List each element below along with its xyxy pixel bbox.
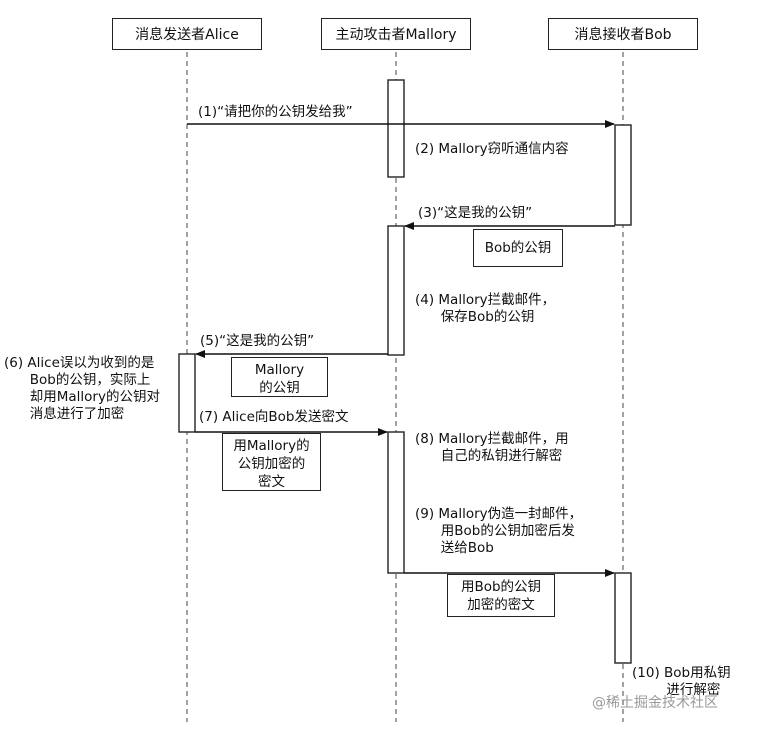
participant-alice: 消息发送者Alice <box>112 18 262 50</box>
step-7-label: (7) Alice向Bob发送密文 <box>199 409 349 425</box>
step-5-label: (5)“这是我的公钥” <box>200 333 315 349</box>
note-bob-ciphertext: 用Bob的公钥 加密的密文 <box>447 574 555 617</box>
participant-bob: 消息接收者Bob <box>548 18 698 50</box>
bob-activation-2 <box>614 572 632 664</box>
step-10-label: (10) Bob用私钥 进行解密 <box>632 665 731 698</box>
watermark: @稀土掘金技术社区 <box>592 695 718 711</box>
step-8-label: (8) Mallory拦截邮件，用 自己的私钥进行解密 <box>415 431 569 464</box>
bob-activation-1 <box>614 124 632 226</box>
note-mallory-public-key: Mallory 的公钥 <box>231 357 328 397</box>
note-bob-public-key: Bob的公钥 <box>473 229 563 267</box>
participant-mallory: 主动攻击者Mallory <box>321 18 471 50</box>
step-9-label: (9) Mallory伪造一封邮件， 用Bob的公钥加密后发 送给Bob <box>415 506 583 556</box>
note-alice-ciphertext: 用Mallory的 公钥加密的 密文 <box>222 433 321 491</box>
alice-activation <box>178 353 196 433</box>
step-6-label: (6) Alice误以为收到的是 Bob的公钥，实际上 却用Mallory的公钥… <box>4 355 160 422</box>
step-4-label: (4) Mallory拦截邮件， 保存Bob的公钥 <box>415 292 556 325</box>
mallory-activation-3 <box>387 431 405 574</box>
step-1-label: (1)“请把你的公钥发给我” <box>198 104 353 120</box>
mallory-activation-2 <box>387 225 405 356</box>
mallory-activation-1 <box>387 79 405 178</box>
step-3-label: (3)“这是我的公钥” <box>418 205 533 221</box>
step-2-label: (2) Mallory窃听通信内容 <box>415 141 569 157</box>
